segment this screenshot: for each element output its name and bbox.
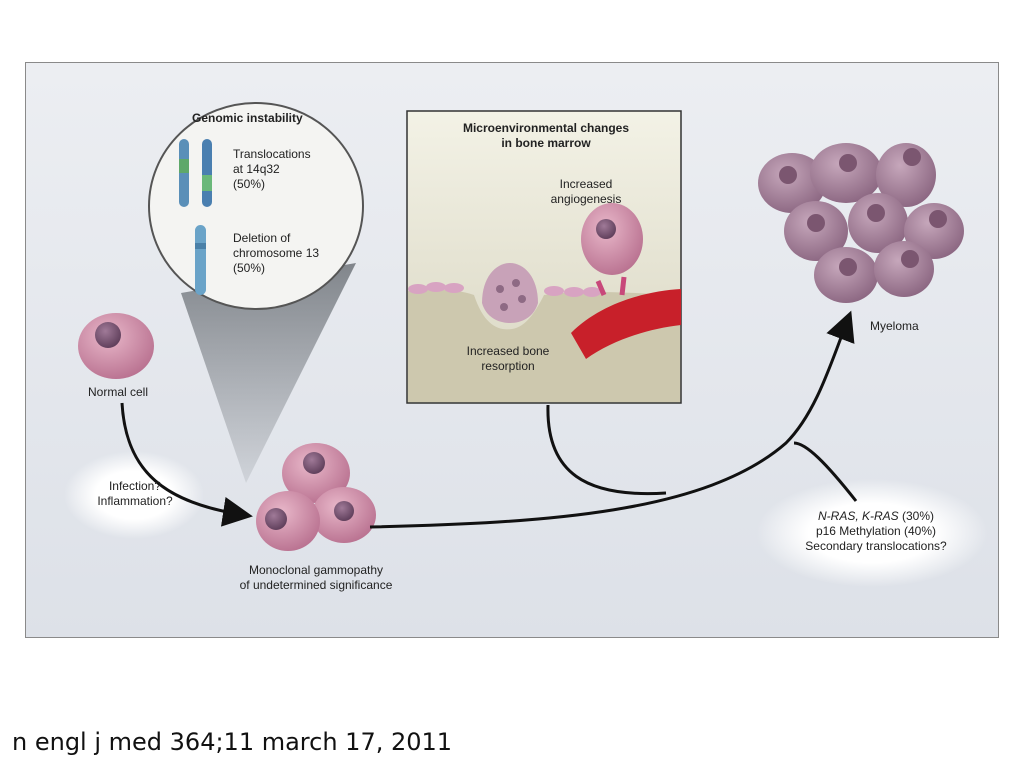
mutations-label: N-RAS, K-RAS (30%) p16 Methylation (40%)… — [776, 509, 976, 554]
translocation-line-2: at 14q32 — [233, 162, 280, 176]
resorption-line-2: resorption — [481, 359, 535, 373]
genomic-instability-title: Genomic instability — [192, 111, 303, 125]
blood-vessel — [571, 289, 681, 359]
angio-line-1: Increased — [559, 177, 613, 191]
micro-title-line-2: in bone marrow — [501, 136, 591, 150]
p16-line: p16 Methylation (40%) — [815, 524, 937, 538]
lining-cells — [408, 282, 601, 297]
translocation-chromosomes-icon — [179, 139, 212, 207]
translocation-text: Translocations at 14q32 (50%) — [233, 147, 311, 192]
angio-line-2: angiogenesis — [550, 192, 622, 206]
deletion-line-1: Deletion of — [233, 231, 291, 245]
figure-panel: Genomic instability Translocations at 14… — [25, 62, 999, 638]
mutations-glow — [756, 479, 988, 587]
connector-micro — [546, 404, 667, 496]
callout-beam — [181, 263, 356, 483]
infection-line-2: Inflammation? — [97, 494, 173, 508]
secondary-translocations-line: Secondary translocations? — [805, 539, 947, 553]
myeloma-cells-graphic — [758, 143, 964, 303]
deletion-line-2: chromosome 13 — [233, 246, 320, 260]
translocation-line-3: (50%) — [233, 177, 266, 191]
micro-title-line-1: Microenvironmental changes — [462, 121, 630, 135]
angiogenesis-label: Increased angiogenesis — [516, 177, 656, 207]
bone-resorption-label: Increased bone resorption — [438, 344, 578, 374]
deletion-line-3: (50%) — [233, 261, 266, 275]
ras-genes: N-RAS, K-RAS — [817, 509, 899, 523]
deletion-text: Deletion of chromosome 13 (50%) — [233, 231, 319, 276]
normal-cell-graphic — [78, 313, 154, 379]
ras-line: N-RAS, K-RAS (30%) — [776, 509, 976, 524]
myeloma-label: Myeloma — [870, 319, 919, 333]
infection-glow — [64, 451, 204, 539]
arrow-normal-to-mgus — [120, 402, 253, 527]
arrow-mgus-to-myeloma — [369, 310, 855, 529]
mgus-cells-graphic — [256, 443, 376, 551]
infection-line-1: Infection? — [108, 479, 162, 493]
mgus-line-1: Monoclonal gammopathy — [248, 563, 384, 577]
infection-label: Infection? Inflammation? — [82, 479, 188, 509]
diagram-canvas — [64, 102, 988, 587]
mgus-label: Monoclonal gammopathy of undetermined si… — [216, 563, 416, 593]
resorption-line-1: Increased bone — [466, 344, 550, 358]
microenvironment-title: Microenvironmental changes in bone marro… — [436, 121, 656, 151]
ras-percent: (30%) — [898, 509, 935, 523]
connector-mutations — [793, 441, 858, 502]
citation-text: n engl j med 364;11 march 17, 2011 — [12, 728, 453, 756]
mgus-line-2: of undetermined significance — [239, 578, 393, 592]
translocation-line-1: Translocations — [233, 147, 311, 161]
angiogenesis-cell — [581, 203, 643, 296]
chromosome-13-icon — [195, 225, 206, 295]
osteoclast-cell — [482, 263, 538, 323]
normal-cell-label: Normal cell — [88, 385, 149, 399]
